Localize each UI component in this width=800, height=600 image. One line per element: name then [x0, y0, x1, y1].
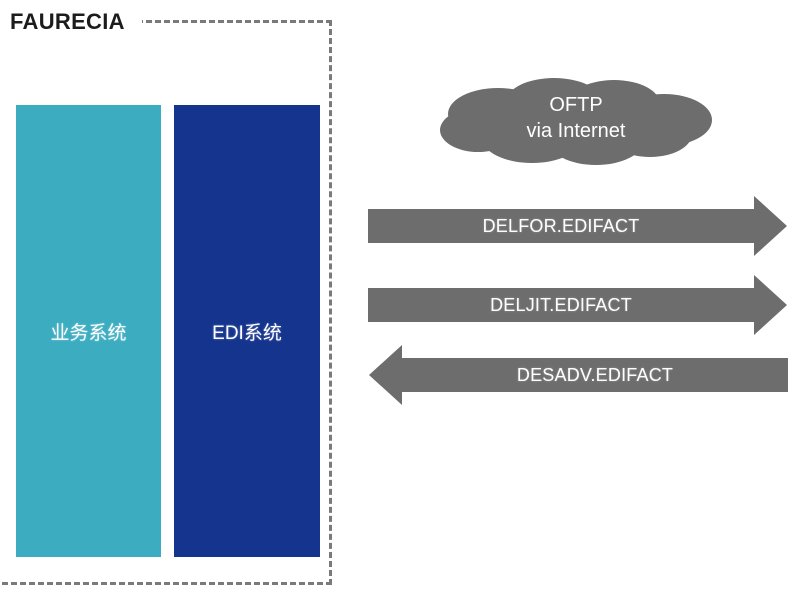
business-system-label: 业务系统: [50, 322, 127, 344]
title-background-mask: [0, 8, 142, 38]
edi-system-label: EDI系统: [212, 322, 282, 344]
edi-system-box[interactable]: EDI系统: [174, 105, 320, 557]
arrow-right-icon: [368, 196, 787, 256]
company-title: FAURECIA: [10, 9, 125, 34]
faurecia-boundary-dashed-box: [0, 20, 332, 585]
message-arrow-delfor[interactable]: DELFOR.EDIFACT: [368, 195, 788, 257]
arrow-right-icon: [368, 275, 787, 335]
cloud-icon: [440, 78, 712, 165]
message-arrow-deljit[interactable]: DELJIT.EDIFACT: [368, 274, 788, 336]
arrow-left-icon: [369, 345, 788, 405]
business-system-box[interactable]: 业务系统: [16, 105, 161, 557]
message-arrow-desadv[interactable]: DESADV.EDIFACT: [368, 344, 788, 406]
internet-cloud: OFTP via Internet: [436, 74, 716, 166]
